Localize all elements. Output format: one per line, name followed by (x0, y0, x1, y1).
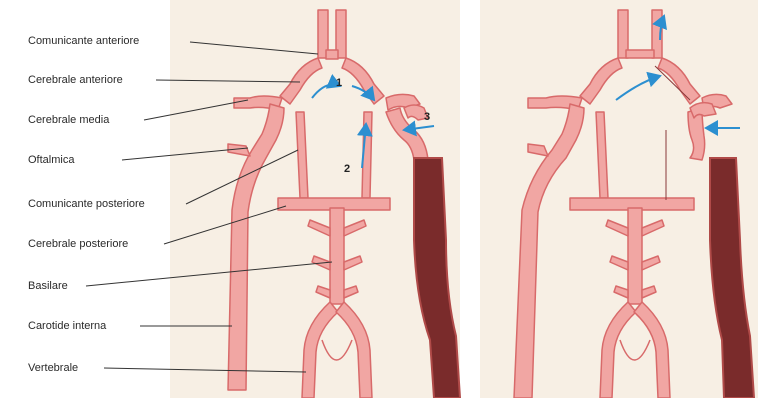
r-basilar-artery (628, 208, 642, 304)
label-carotide-interna: Carotide interna (28, 320, 107, 332)
anterior-communicating-artery (326, 50, 338, 59)
flow-marker-2: 2 (344, 163, 350, 175)
flow-marker-1: 1 (336, 77, 342, 89)
label-comunicante-posteriore: Comunicante posteriore (28, 198, 145, 210)
label-cerebrale-posteriore: Cerebrale posteriore (28, 238, 128, 250)
label-cerebrale-anteriore: Cerebrale anteriore (28, 74, 123, 86)
label-vertebrale: Vertebrale (28, 362, 78, 374)
label-oftalmica: Oftalmica (28, 154, 75, 166)
label-cerebrale-media: Cerebrale media (28, 114, 110, 126)
r-anterior-communicating-artery (626, 50, 654, 58)
label-comunicante-anteriore: Comunicante anteriore (28, 35, 139, 47)
basilar-artery (330, 208, 344, 304)
flow-marker-3: 3 (424, 111, 430, 123)
label-basilare: Basilare (28, 280, 68, 292)
